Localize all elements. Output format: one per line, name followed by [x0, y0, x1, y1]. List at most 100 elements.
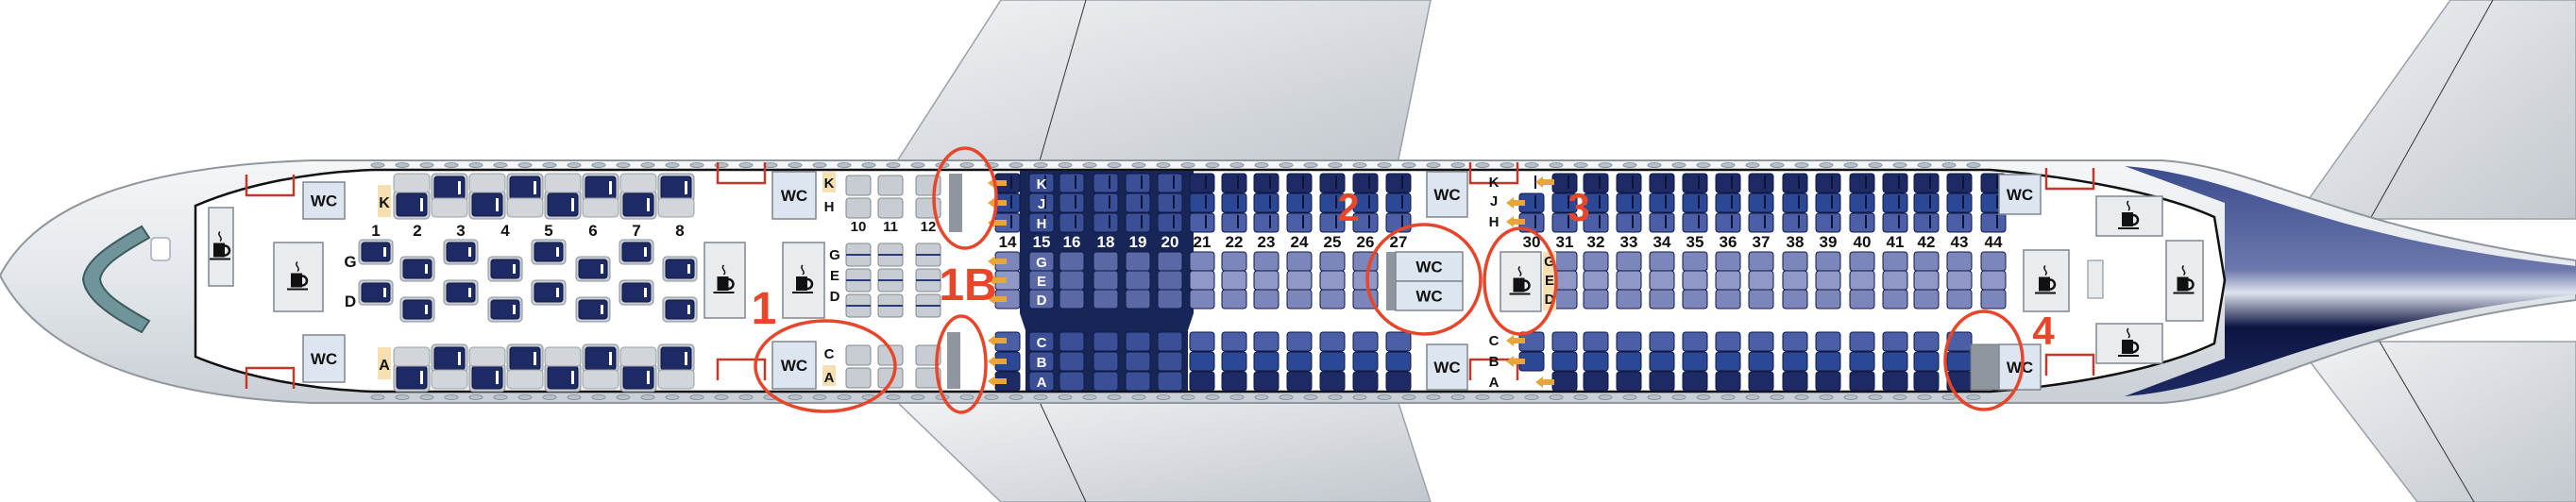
seat-shell-empty [468, 173, 506, 193]
window [788, 162, 803, 168]
economy-seat-20-H [1157, 212, 1183, 233]
economy-seat-44-E [1980, 270, 2007, 291]
window [1450, 394, 1466, 400]
economy-seat-35-A [1682, 371, 1708, 392]
seat-armrest [458, 181, 461, 194]
cup-handle [2132, 213, 2140, 226]
window [1156, 394, 1171, 400]
economy-seat-25-B [1319, 351, 1346, 372]
economy-seat-18-G [1093, 251, 1119, 272]
window [738, 162, 754, 168]
door-frame-bottom [716, 358, 767, 380]
economy-seat-35-C [1682, 331, 1708, 352]
stabilizer-bottom [2293, 341, 2576, 502]
economy-seat-37-C [1748, 331, 1774, 352]
economy-seat-39-A [1815, 371, 1841, 392]
seats [358, 173, 2007, 393]
seat-shell-empty [619, 346, 657, 367]
economy-seat-32-J [1583, 192, 1609, 213]
window [1033, 394, 1048, 400]
window [1156, 162, 1171, 168]
seat-shell-empty [393, 346, 431, 367]
business-seat-bottom [877, 344, 904, 366]
door-frame-top [716, 162, 767, 185]
economy-seat-21-J [1189, 192, 1215, 213]
economy-seat-18-D [1093, 289, 1119, 310]
economy-seat-25-E [1319, 270, 1346, 291]
seat-letter-G: G [829, 247, 840, 263]
economy-seat-23-C [1253, 331, 1280, 352]
row-number: 43 [1951, 233, 1969, 251]
economy-seat-23-A [1253, 371, 1280, 392]
economy-seat-33-A [1616, 371, 1642, 392]
stowage-unit [947, 332, 960, 389]
economy-seat-21-B [1189, 351, 1215, 372]
wc-label: WC [781, 187, 807, 205]
first-class-seat-D [621, 282, 652, 303]
economy-seat-39-D [1815, 289, 1841, 310]
letter-tag [822, 172, 836, 192]
steam [296, 260, 299, 273]
economy-seat-19-G [1125, 251, 1151, 272]
seat-letter-D: D [830, 289, 840, 305]
seat-armrest [383, 288, 386, 297]
window [1794, 162, 1809, 168]
window [1229, 162, 1245, 168]
first-class-seat-D [402, 299, 432, 320]
economy-seat-34-J [1649, 192, 1675, 213]
row-number: 34 [1653, 233, 1671, 251]
economy-seat-42-J [1913, 192, 1940, 213]
economy-seat-20-B [1157, 351, 1183, 372]
economy-seat-15-H [1028, 212, 1055, 233]
seat-letter: J [1490, 193, 1498, 209]
wc-label: WC [1433, 359, 1460, 376]
steam [2127, 200, 2130, 211]
window [370, 162, 385, 168]
seat-armrest [644, 247, 647, 257]
annotation-label-1: 1 [752, 284, 777, 334]
window [1647, 162, 1662, 168]
economy-seat-19-C [1125, 331, 1151, 352]
steam [721, 264, 726, 276]
row-number: 11 [883, 219, 898, 235]
economy-seat-38-D [1782, 289, 1808, 310]
seat-armrest [647, 371, 650, 384]
economy-seat-18-K [1093, 173, 1119, 193]
economy-seat-16-K [1059, 173, 1085, 193]
economy-seat-44-G [1980, 251, 2007, 272]
economy-seat-38-J [1782, 192, 1808, 213]
seat-armrest [685, 181, 687, 194]
wc-label: WC [311, 350, 337, 368]
economy-seat-41-A [1882, 371, 1908, 392]
lavatory-business-right [771, 341, 817, 390]
economy-seat-39-B [1815, 351, 1841, 372]
seat-armrest [496, 371, 499, 384]
cup-handle [1524, 279, 1531, 292]
economy-seat-40-C [1849, 331, 1875, 352]
seat-shell-empty [657, 369, 695, 390]
coffee-cup-icon [2035, 264, 2057, 294]
window [1745, 394, 1760, 400]
economy-seat-42-B [1913, 351, 1940, 372]
row-number: 31 [1556, 233, 1574, 251]
exit-arrow-icon [1506, 197, 1525, 209]
economy-seat-39-J [1815, 192, 1841, 213]
economy-seat-19-J [1125, 192, 1151, 213]
window [665, 162, 680, 168]
saucer [2173, 292, 2195, 294]
economy-seat-24-E [1286, 270, 1313, 291]
economy-seat-42-A [1913, 371, 1940, 392]
seat-armrest [420, 198, 423, 211]
stabilizer-line [2379, 341, 2475, 502]
economy-seat-25-A [1319, 371, 1346, 392]
cup-handle [224, 244, 231, 257]
economy-seat-35-K [1682, 173, 1708, 193]
economy-seat-39-E [1815, 270, 1841, 291]
economy-seat-23-J [1253, 192, 1280, 213]
economy-seat-38-K [1782, 173, 1808, 193]
window [1671, 162, 1686, 168]
economy-seat-22-J [1221, 192, 1247, 213]
saucer [1509, 293, 1531, 295]
seat-letter: E [1545, 273, 1554, 289]
